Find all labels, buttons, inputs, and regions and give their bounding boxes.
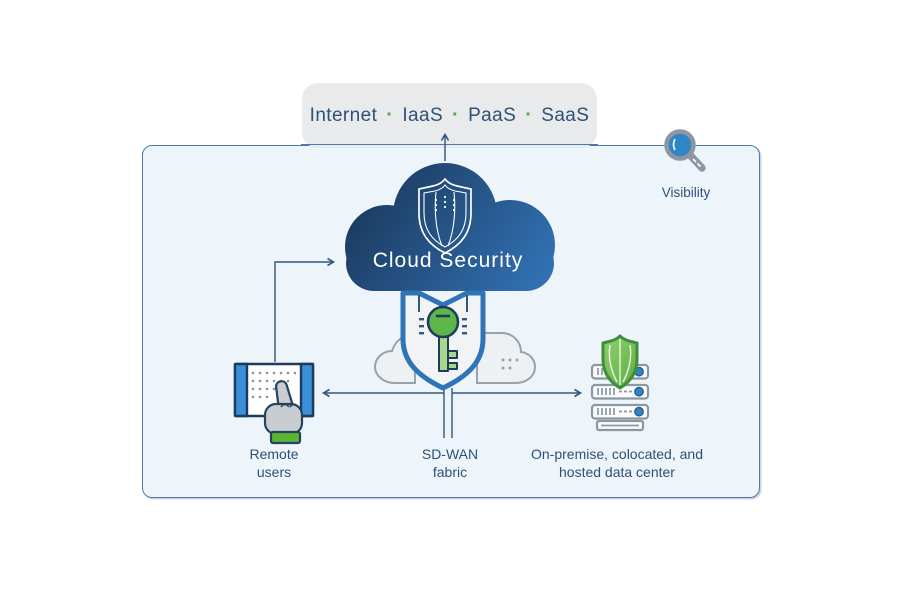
cloud-security-icon [345, 163, 555, 291]
server-detail-marks [597, 368, 639, 427]
panel-border-segment [301, 144, 598, 145]
remote-device-icon [233, 362, 315, 445]
gray-cloud-dots [501, 358, 519, 370]
key-shield-icon [373, 290, 537, 391]
banner-item-internet: Internet [309, 104, 378, 126]
shield-side-dots [419, 318, 467, 335]
sdwan-fabric-label: SD-WAN fabric [421, 446, 479, 480]
data-center-label: On-premise, colocated, and hosted data c… [531, 446, 703, 480]
cloud-services-banner: Internet · IaaS · PaaS · SaaS [302, 83, 597, 148]
server-status-lights [634, 366, 644, 417]
green-shield-icon [601, 334, 639, 390]
cloud-title: Cloud Security [372, 249, 524, 272]
banner-item-paas: PaaS [468, 104, 517, 126]
separator-dot: · [452, 104, 460, 126]
banner-item-iaas: IaaS [402, 104, 444, 126]
visibility-label: Visibility [661, 185, 711, 200]
green-key-icon [426, 305, 460, 372]
pointing-hand-icon [263, 380, 304, 445]
remote-users-label: Remote users [249, 446, 299, 480]
server-stack-icon [590, 334, 650, 432]
shield-inner-marks [418, 295, 468, 312]
separator-dot: · [386, 104, 394, 126]
separator-dot: · [525, 104, 533, 126]
banner-item-saas: SaaS [541, 104, 590, 126]
magnifier-icon [664, 129, 706, 172]
shield-outline-icon [418, 177, 472, 254]
